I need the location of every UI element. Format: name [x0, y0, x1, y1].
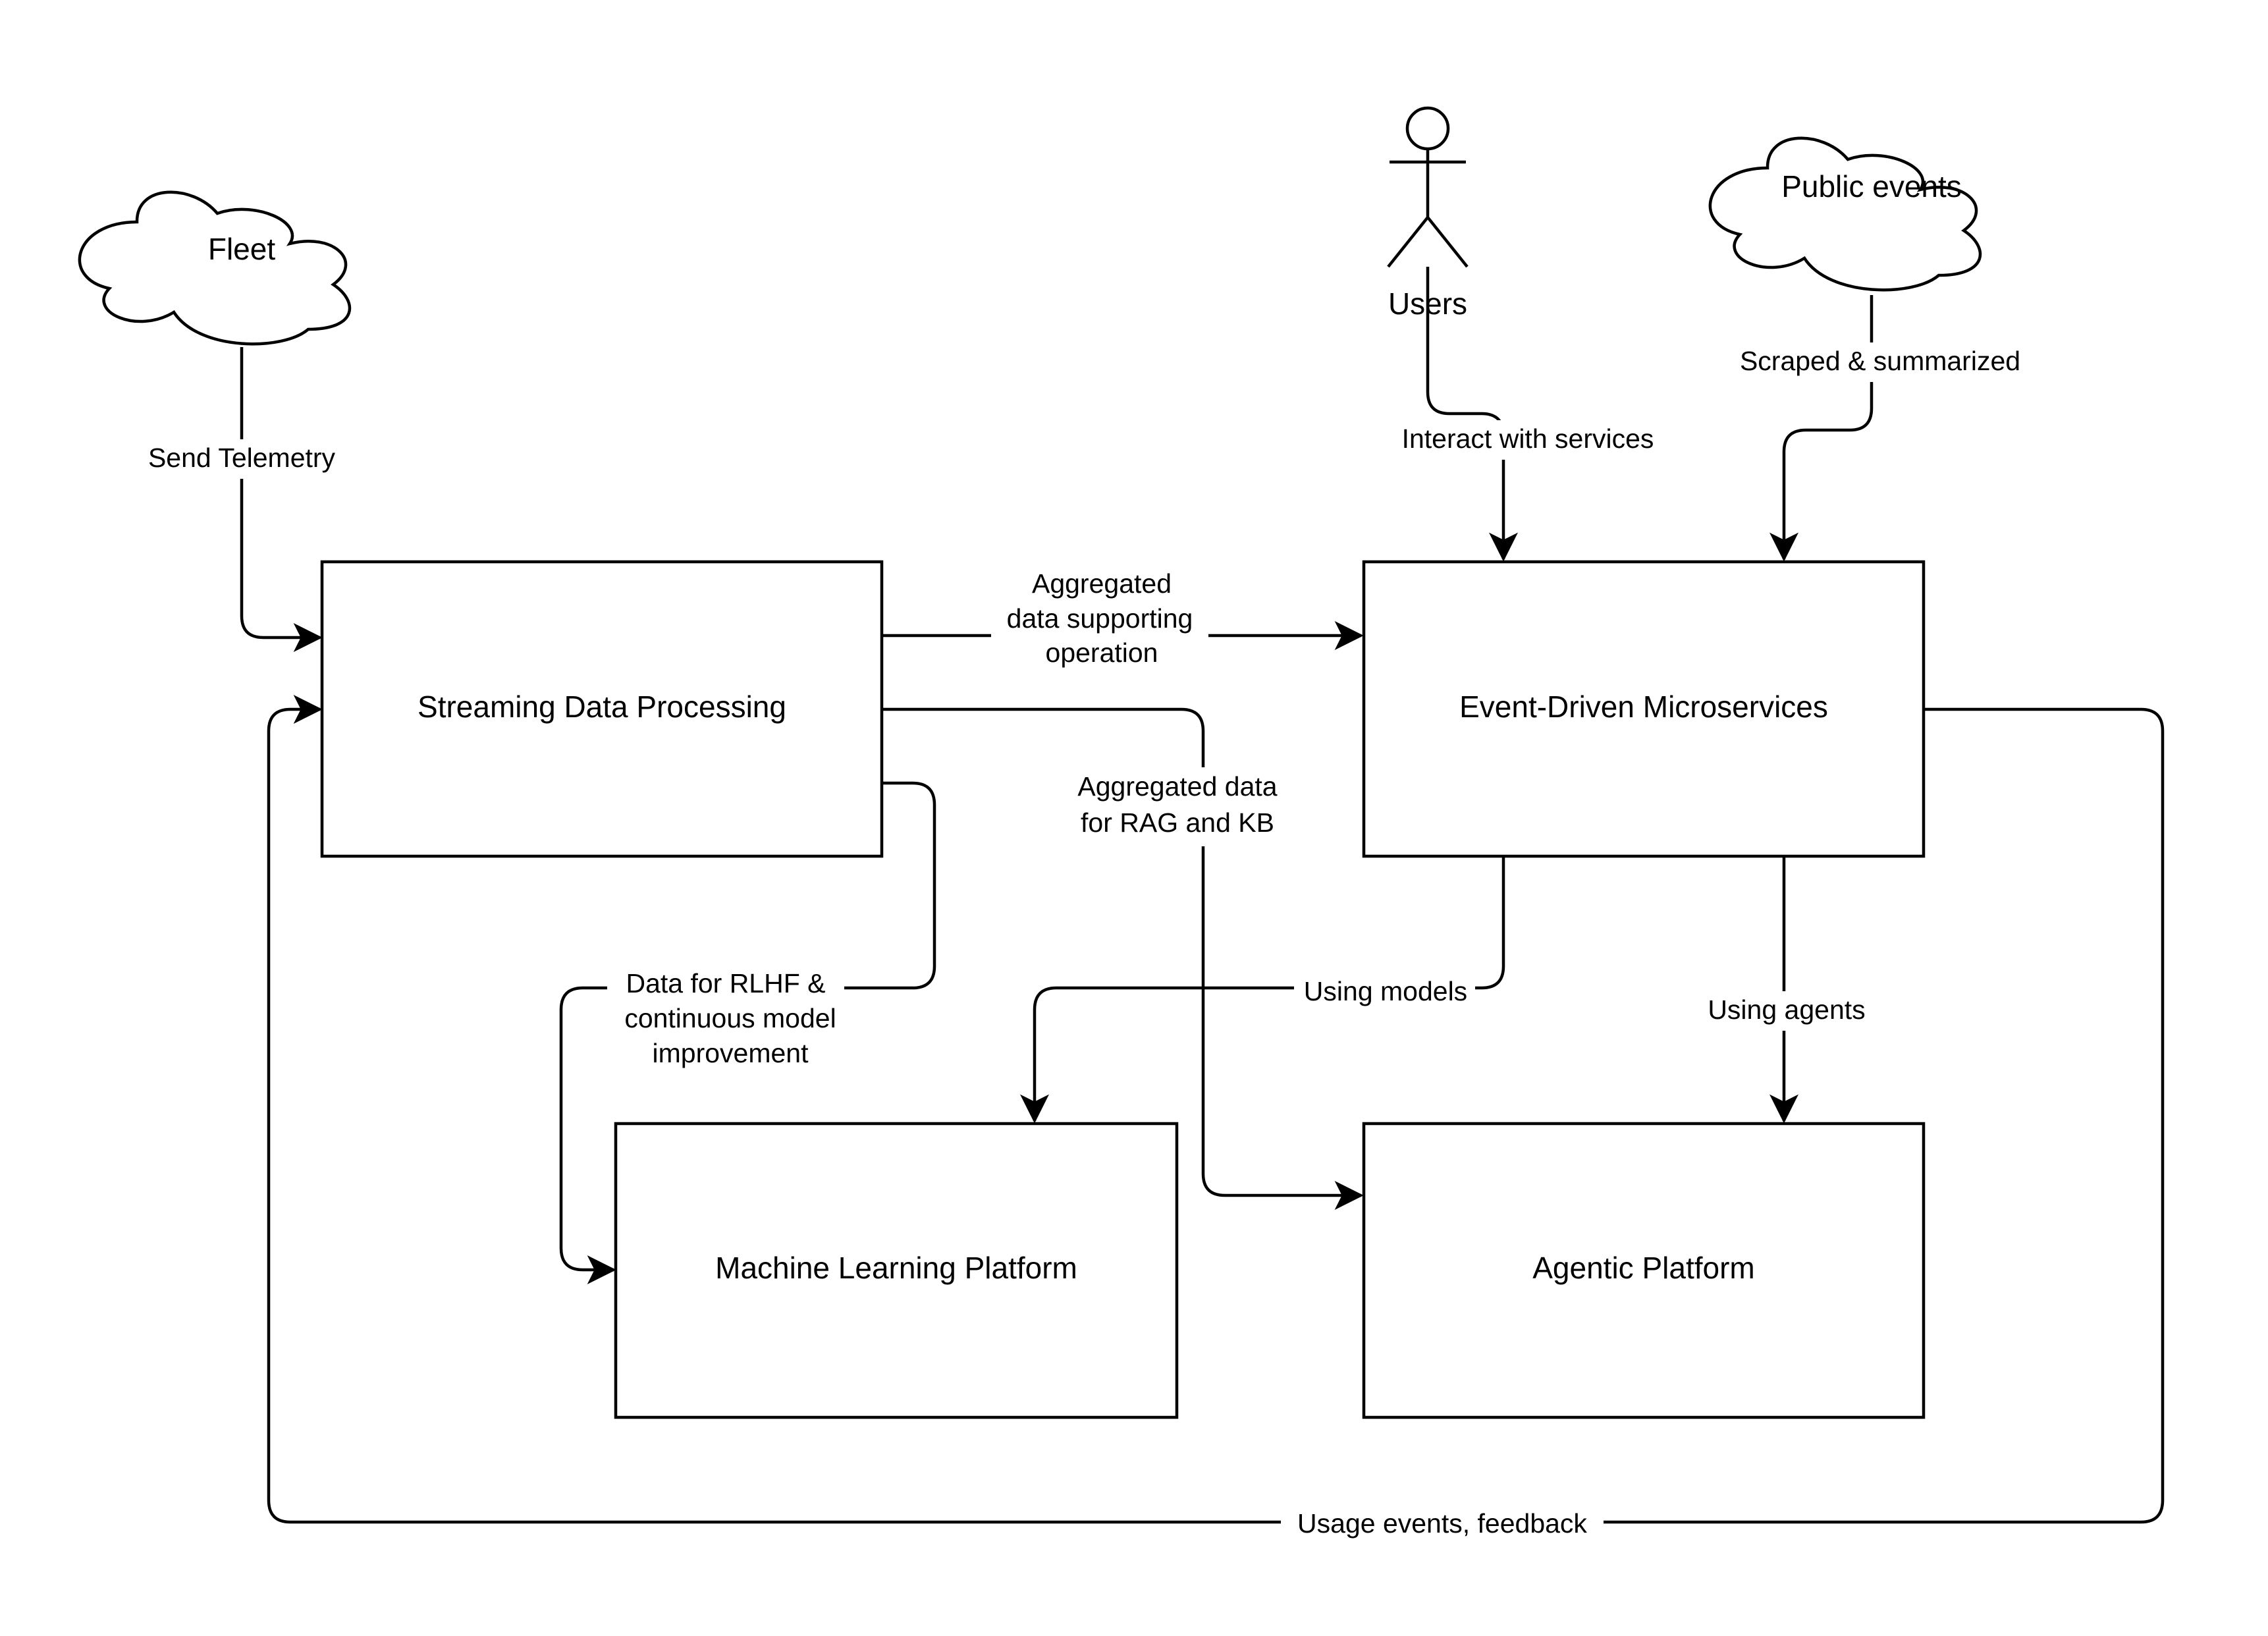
public-events-label: Public events: [1781, 169, 1962, 204]
rlhf-label-line-1: Data for RLHF &: [626, 968, 825, 998]
edge-aggregated-rag: [882, 707, 1364, 1210]
aggregated-rag-label-line-2: for RAG and KB: [1081, 807, 1274, 838]
edge-usage-events: [267, 695, 2165, 1524]
fleet-cloud: [78, 190, 352, 346]
machine-learning-platform-label: Machine Learning Platform: [715, 1251, 1077, 1285]
event-driven-microservices-label: Event-Driven Microservices: [1459, 690, 1828, 724]
usage-events-label: Usage events, feedback: [1297, 1508, 1587, 1539]
rlhf-label-line-3: improvement: [653, 1038, 809, 1068]
edge-using-models: [1020, 854, 1505, 1124]
aggregated-operation-label-line-3: operation: [1046, 638, 1158, 668]
aggregated-rag-label-line-1: Aggregated data: [1077, 771, 1277, 802]
fleet-label: Fleet: [208, 232, 275, 266]
edge-scraped-summarized: [1769, 295, 1874, 562]
users-actor-icon: [1387, 106, 1469, 268]
agentic-platform-label: Agentic Platform: [1532, 1251, 1754, 1285]
send-telemetry-label: Send Telemetry: [148, 443, 336, 473]
using-agents-label: Using agents: [1708, 995, 1865, 1025]
rlhf-label-line-2: continuous model: [624, 1003, 836, 1033]
aggregated-operation-label-line-2: data supporting: [1007, 603, 1193, 634]
streaming-data-processing-label: Streaming Data Processing: [418, 690, 786, 724]
scraped-summarized-label: Scraped & summarized: [1740, 346, 2020, 376]
agentic-platform-box: [1362, 1122, 1926, 1419]
using-models-label: Using models: [1304, 976, 1467, 1006]
machine-learning-platform-box: [614, 1122, 1179, 1419]
interact-with-services-label: Interact with services: [1402, 423, 1654, 454]
aggregated-operation-label-line-1: Aggregated: [1032, 568, 1172, 599]
event-driven-microservices-box: [1362, 560, 1926, 858]
edge-send-telemetry: [240, 347, 323, 652]
streaming-data-processing-box: [320, 560, 884, 858]
public-events-cloud: [1708, 136, 1982, 292]
users-label: Users: [1388, 286, 1467, 321]
